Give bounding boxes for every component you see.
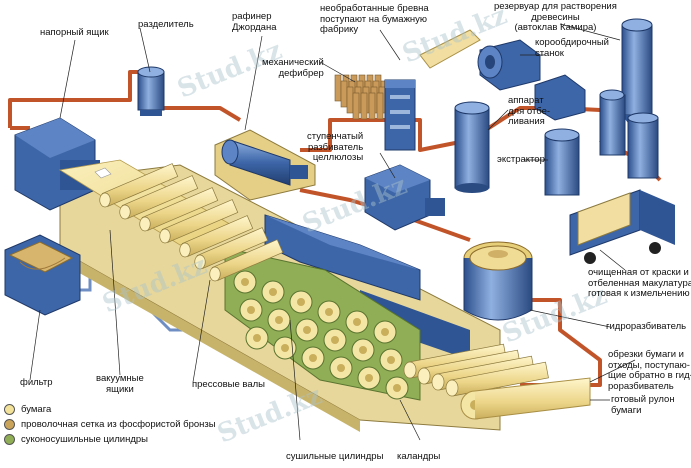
dryer-cylinder (289, 290, 313, 314)
label-dryers: сушильные цилиндры (286, 451, 384, 462)
filter-tank (4, 234, 81, 316)
dryer-cylinder (379, 348, 403, 372)
legend-swatch (4, 404, 15, 415)
press-roller (194, 227, 269, 270)
dryer-cylinder (273, 336, 297, 360)
label-deinked: очищенная от краски и отбеленная макулат… (588, 267, 691, 299)
legend-label: суконосушильные цилиндры (21, 434, 148, 445)
label-press: прессовые валы (192, 379, 265, 390)
dryer-cylinder (385, 376, 409, 400)
label-roll: готовый рулон бумаги (611, 394, 675, 416)
label-divider: разделитель (138, 19, 194, 30)
press-rollers (179, 215, 284, 282)
dryer-cylinder (329, 356, 353, 380)
legend-swatch (4, 434, 15, 445)
dryer-cylinder (233, 270, 257, 294)
legend: бумага проволочная сетка из фосфористой б… (4, 402, 244, 447)
raw-logs (334, 74, 400, 120)
label-refiner: рафинер Джордана (232, 11, 277, 33)
dryer-cylinder (317, 300, 341, 324)
log (368, 92, 376, 120)
divider-tank (137, 66, 165, 116)
legend-item: бумага (4, 402, 244, 417)
dryer-cylinder (357, 366, 381, 390)
label-vacuum: вакуумные ящики (96, 373, 144, 395)
dryer-cylinder (295, 318, 319, 342)
jordan-refiner (214, 129, 316, 201)
label-raw-logs: необработанные бревна поступают на бумаж… (320, 3, 429, 35)
dryer-cylinder (345, 310, 369, 334)
delivery-truck (569, 189, 675, 264)
kamyr-digester (599, 18, 659, 179)
legend-swatch (4, 419, 15, 430)
label-reservoir: резервуар для растворения древесины (авт… (494, 1, 617, 33)
vacuum-roller (99, 163, 179, 208)
legend-label: бумага (21, 404, 52, 415)
label-filter: фильтр (20, 377, 53, 388)
hydrapulper (463, 241, 533, 321)
bleaching-tank (454, 101, 490, 193)
label-mech-defiber: механический дефибрер (262, 57, 324, 79)
dryer-cylinder (245, 326, 269, 350)
press-roller (209, 239, 284, 282)
log (376, 92, 384, 120)
extractor-tank (544, 128, 580, 196)
stepped-pulp-breaker (364, 164, 445, 231)
vacuum-roller (139, 187, 219, 232)
dryer-cylinder (323, 328, 347, 352)
press-roller (179, 215, 254, 258)
label-scraps: обрезки бумаги и отходы, поступаю- щие о… (608, 349, 691, 392)
vacuum-roller (119, 175, 199, 220)
vacuum-rollers (99, 163, 239, 244)
log (346, 86, 354, 114)
label-stepped-breaker: ступенчатый разбиватель целлюлозы (307, 131, 364, 163)
label-debarker: корообдирочный станок (535, 37, 609, 59)
vacuum-roller (159, 199, 239, 244)
label-bleach: аппарат для отбе- ливания (508, 95, 551, 127)
finished-roll (460, 377, 591, 420)
dryer-cylinder (239, 298, 263, 322)
press-machines (264, 214, 470, 360)
calender-stack (403, 343, 549, 397)
log (352, 92, 360, 120)
label-hydrapulper: гидроразбиватель (606, 321, 687, 332)
log (334, 74, 342, 102)
dryer-cylinder (351, 338, 375, 362)
legend-item: проволочная сетка из фосфористой бронзы (4, 417, 244, 432)
pump-station (534, 74, 586, 121)
log-conveyor (419, 29, 481, 69)
debarker-machine (477, 39, 541, 91)
label-calenders: каландры (397, 451, 441, 462)
dryer-cylinder (267, 308, 291, 332)
mechanical-defibrator (384, 79, 416, 151)
label-extractor: экстрактор (497, 154, 545, 165)
label-headbox: напорный ящик (40, 27, 109, 38)
log (360, 92, 368, 120)
dryer-cylinder (261, 280, 285, 304)
legend-label: проволочная сетка из фосфористой бронзы (21, 419, 216, 430)
dryer-cylinder (301, 346, 325, 370)
calender-roll (445, 361, 549, 397)
legend-item: суконосушильные цилиндры (4, 432, 244, 447)
dryer-cylinders (233, 270, 409, 400)
dryer-cylinder (373, 320, 397, 344)
log (340, 80, 348, 108)
leader-lines (29, 23, 636, 441)
